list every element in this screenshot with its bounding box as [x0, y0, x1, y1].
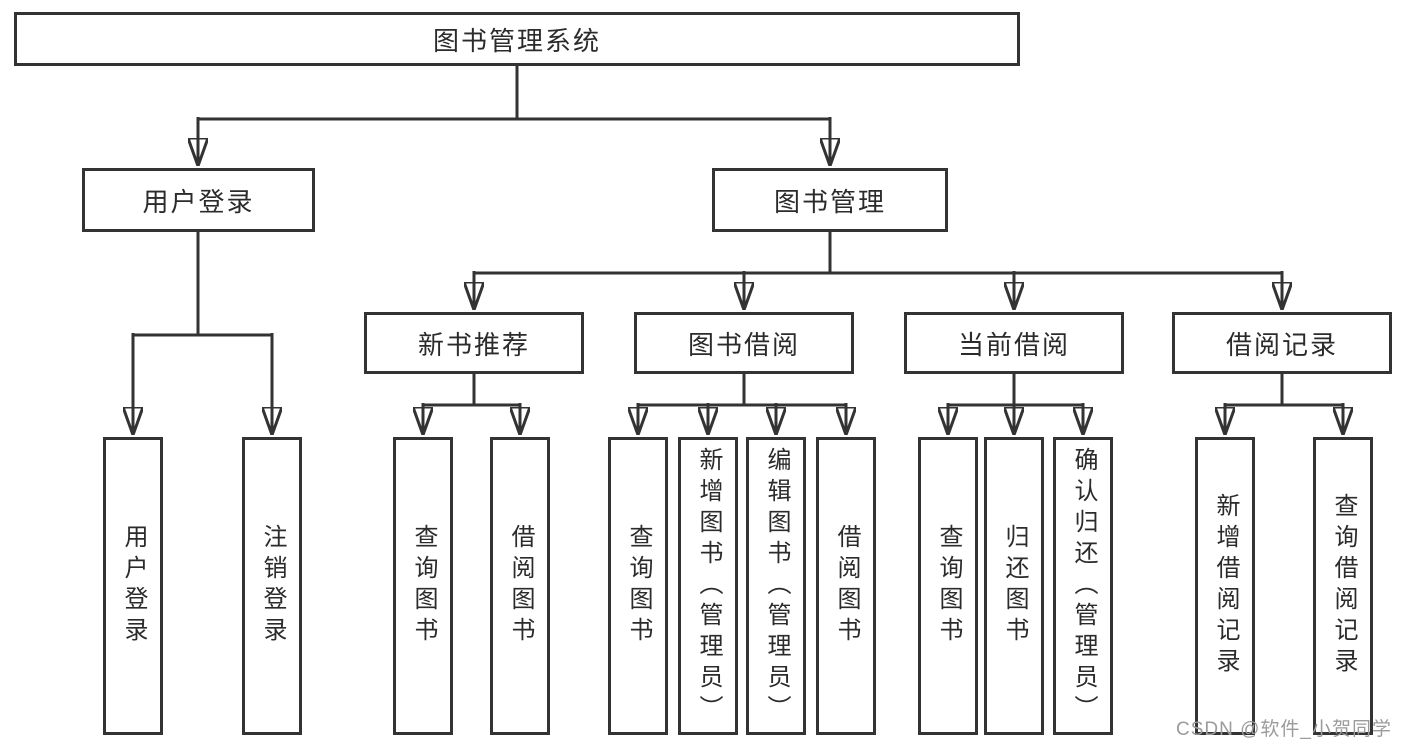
node-root-system: 图书管理系统: [14, 12, 1020, 66]
leaf-br-query-record-label: 查询借阅记录: [1330, 493, 1357, 679]
connector-new-book-trunk: [423, 374, 520, 407]
leaf-logout: 注销登录: [242, 437, 302, 735]
leaf-nb-borrow-books: 借阅图书: [490, 437, 550, 735]
leaf-nb-query-books-label: 查询图书: [410, 524, 437, 648]
leaf-user-login-label: 用户登录: [120, 524, 147, 648]
leaf-nb-query-books: 查询图书: [393, 437, 453, 735]
connector-user-login-trunk: [133, 232, 272, 337]
leaf-br-add-record-label: 新增借阅记录: [1212, 493, 1239, 679]
connector-current-borrow-trunk: [948, 374, 1083, 407]
leaf-cb-query-books: 查询图书: [918, 437, 978, 735]
csdn-watermark: CSDN @软件_小贺同学: [1176, 719, 1392, 740]
connector-root-trunk: [198, 66, 830, 121]
leaf-bb-query-books: 查询图书: [608, 437, 668, 735]
leaf-bb-borrow-books-label: 借阅图书: [833, 524, 860, 648]
leaf-bb-add-book-admin-label: 新增图书（管理员）: [695, 446, 722, 726]
leaf-br-query-record: 查询借阅记录: [1313, 437, 1373, 735]
leaf-cb-return-books: 归还图书: [984, 437, 1044, 735]
leaf-nb-borrow-books-label: 借阅图书: [507, 524, 534, 648]
connector-book-mgmt-trunk: [474, 232, 1282, 275]
leaf-bb-query-books-label: 查询图书: [625, 524, 652, 648]
leaf-logout-label: 注销登录: [259, 524, 286, 648]
node-new-book-recommend: 新书推荐: [364, 312, 584, 374]
leaf-br-add-record: 新增借阅记录: [1195, 437, 1255, 735]
leaf-cb-confirm-return-admin: 确认归还（管理员）: [1053, 437, 1113, 735]
node-book-mgmt: 图书管理: [712, 168, 948, 232]
connector-borrow-records-trunk: [1225, 374, 1343, 407]
leaf-cb-return-books-label: 归还图书: [1001, 524, 1028, 648]
leaf-bb-edit-book-admin-label: 编辑图书（管理员）: [763, 446, 790, 726]
connector-book-borrow-trunk: [638, 374, 846, 407]
node-book-borrow: 图书借阅: [634, 312, 854, 374]
leaf-cb-query-books-label: 查询图书: [935, 524, 962, 648]
leaf-bb-add-book-admin: 新增图书（管理员）: [678, 437, 738, 735]
leaf-bb-edit-book-admin: 编辑图书（管理员）: [746, 437, 806, 735]
node-current-borrow: 当前借阅: [904, 312, 1124, 374]
leaf-cb-confirm-return-admin-label: 确认归还（管理员）: [1070, 446, 1097, 726]
leaf-user-login: 用户登录: [103, 437, 163, 735]
node-borrow-records: 借阅记录: [1172, 312, 1392, 374]
leaf-bb-borrow-books: 借阅图书: [816, 437, 876, 735]
node-user-login: 用户登录: [82, 168, 315, 232]
